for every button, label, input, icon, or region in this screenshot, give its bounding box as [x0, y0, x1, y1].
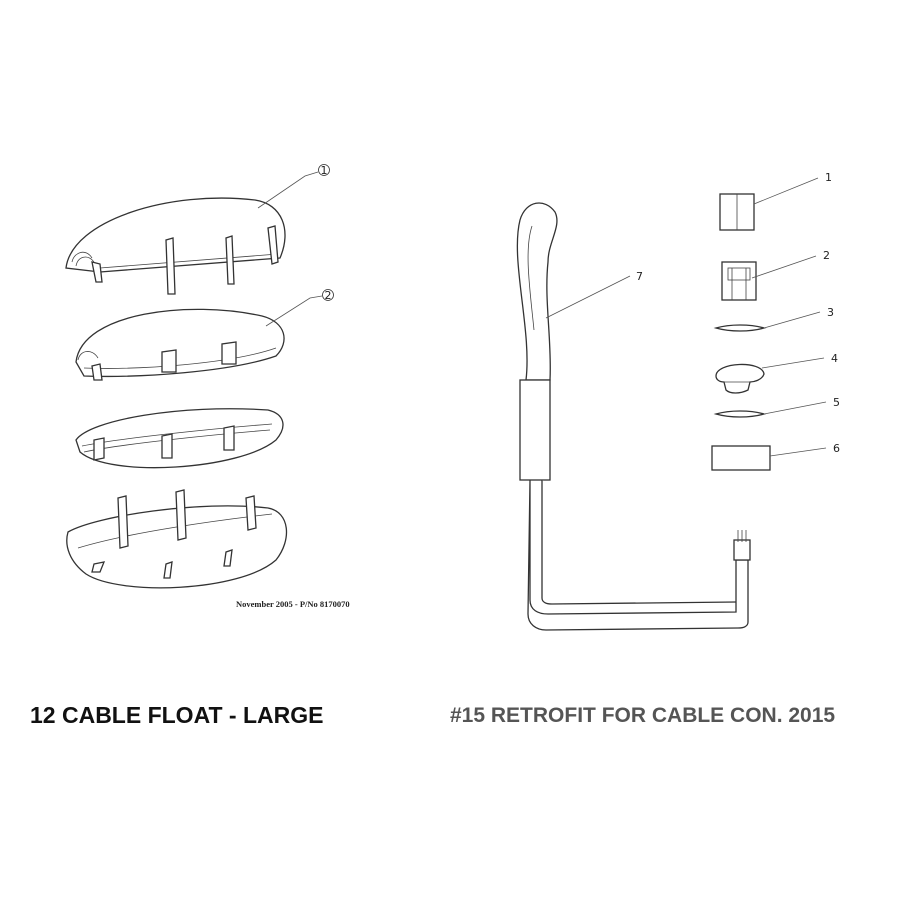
kit-part-4: 4 — [715, 352, 838, 394]
kit-callout-6: 6 — [833, 442, 840, 455]
kit-part-2: 2 — [721, 249, 830, 301]
cable-assembly: 7 — [516, 202, 751, 631]
float-bottom-shell — [66, 489, 288, 589]
float-lower-liner — [75, 408, 284, 469]
kit-part-3: 3 — [713, 306, 834, 332]
cable-float-exploded-view: 1 2 November 2005 - P/No 8170070 — [65, 164, 350, 609]
kit-part-6: 6 — [711, 442, 840, 471]
float-upper-liner — [75, 308, 285, 381]
drawing-note: November 2005 - P/No 8170070 — [236, 599, 350, 609]
retrofit-kit-view: 7 1 2 3 4 — [516, 171, 840, 631]
float-callout-1: 1 — [257, 164, 330, 209]
float-callout-2: 2 — [265, 289, 334, 327]
kit-callout-2: 2 — [823, 249, 830, 262]
float-top-shell — [65, 197, 286, 295]
cable-float-caption: 12 CABLE FLOAT - LARGE — [30, 702, 324, 728]
float-callout-1-label: 1 — [321, 164, 328, 177]
kit-part-5: 5 — [713, 396, 840, 418]
kit-callout-5: 5 — [833, 396, 840, 409]
kit-callout-7: 7 — [636, 270, 643, 283]
float-callout-2-label: 2 — [325, 289, 332, 302]
retrofit-caption: #15 RETROFIT FOR CABLE CON. 2015 — [450, 704, 836, 727]
kit-part-1: 1 — [719, 171, 832, 231]
kit-callout-4: 4 — [831, 352, 838, 365]
kit-callout-1: 1 — [825, 171, 832, 184]
kit-callout-3: 3 — [827, 306, 834, 319]
